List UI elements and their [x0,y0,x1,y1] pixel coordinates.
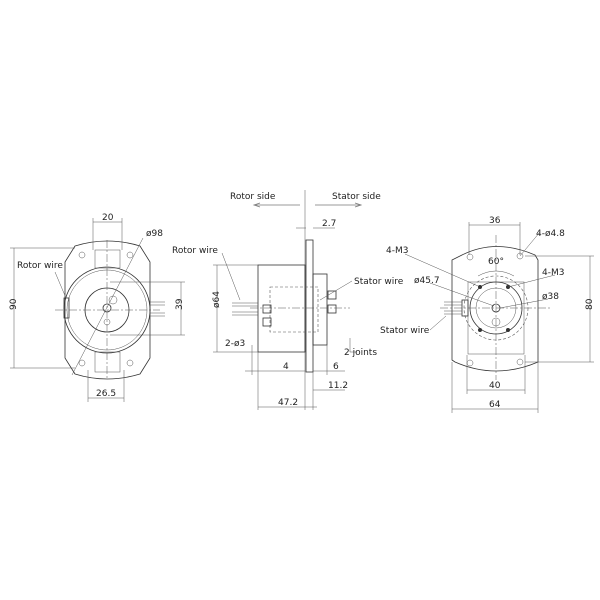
dim-diameter-45: ø45.7 [414,276,440,286]
label-rotor-wire: Rotor wire [172,246,218,256]
dim-6: 6 [333,362,339,372]
label-m3-right: 4-M3 [542,268,564,278]
dim-total-length: 47.2 [278,398,298,408]
dim-pins: 2-ø3 [225,339,245,349]
dim-holes: 4-ø4.8 [536,229,565,239]
dim-40: 40 [489,381,501,391]
dim-36: 36 [489,216,501,226]
label-rotor-wire: Rotor wire [17,261,63,271]
label-joints: 2 joints [344,348,377,358]
left-view: 20 ø98 Rotor wire 90 39 26.5 [9,213,185,402]
label-stator-wire: Stator wire [380,326,430,336]
dim-64: 64 [489,400,501,410]
dim-width-bottom: 26.5 [96,389,116,399]
label-stator-side: Stator side [332,192,381,202]
dim-diameter: ø98 [146,229,163,239]
dim-diameter-38: ø38 [542,292,559,302]
right-view: 36 4-ø4.8 4-M3 60° 4-M3 ø45.7 ø38 Stator… [380,216,595,413]
dim-4: 4 [283,362,289,372]
dim-hole-spacing: 39 [175,298,185,310]
label-rotor-side: Rotor side [230,192,276,202]
dim-11-2: 11.2 [328,381,348,391]
dim-height: 80 [585,298,595,310]
dim-width-top: 20 [102,213,114,223]
dim-angle: 60° [488,257,504,267]
label-stator-wire: Stator wire [354,277,404,287]
side-view: Rotor side Stator side 2.7 Rotor wire ø6… [172,190,404,410]
label-m3-left: 4-M3 [386,246,408,256]
dim-diameter: ø64 [212,291,222,308]
dim-flange-thickness: 2.7 [322,219,336,229]
dim-height: 90 [9,298,19,310]
